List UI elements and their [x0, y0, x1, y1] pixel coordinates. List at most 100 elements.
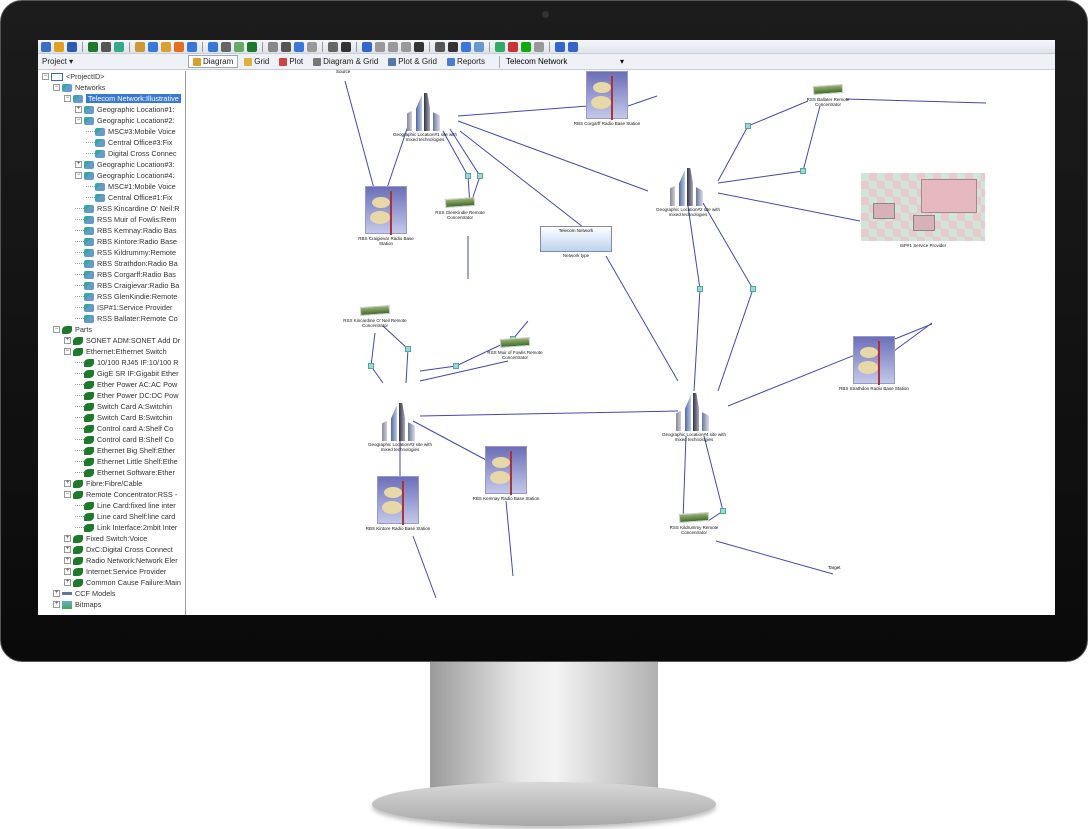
- expand-icon[interactable]: +: [75, 106, 82, 113]
- toolbar-button-icon[interactable]: [461, 41, 471, 52]
- network-diagram-canvas[interactable]: Geographic Location#1 site with mixed te…: [188, 69, 1055, 615]
- toolbar-button-icon[interactable]: [508, 41, 518, 52]
- tree-item[interactable]: −Networks: [38, 82, 185, 93]
- toolbar-button-icon[interactable]: [54, 41, 64, 52]
- link-waypoint[interactable]: [750, 286, 756, 292]
- node-city1[interactable]: Geographic Location#1 site with mixed te…: [390, 91, 460, 156]
- collapse-icon[interactable]: −: [64, 95, 71, 102]
- tree-item[interactable]: Ethernet Software:Ether: [38, 467, 185, 478]
- toolbar-button-icon[interactable]: [174, 41, 184, 52]
- tree-item[interactable]: Line Card:fixed line inter: [38, 500, 185, 511]
- toolbar-button-icon[interactable]: [388, 41, 398, 52]
- tree-item[interactable]: MSC#3:Mobile Voice: [38, 126, 185, 137]
- toolbar-button-icon[interactable]: [414, 41, 424, 52]
- node-city2[interactable]: Geographic Location#2 site with mixed te…: [653, 166, 723, 231]
- toolbar-button-icon[interactable]: [555, 41, 565, 52]
- toolbar-button-icon[interactable]: [375, 41, 385, 52]
- node-conc1[interactable]: RSS GlenKindie Remote Concentrator: [425, 186, 495, 251]
- toolbar-button-icon[interactable]: [247, 41, 257, 52]
- toolbar-button-icon[interactable]: [208, 41, 218, 52]
- node-conc2[interactable]: RSS Ballater Remote Concentrator: [793, 73, 863, 138]
- toolbar-button-icon[interactable]: [161, 41, 171, 52]
- tree-item[interactable]: RBS Strathdon:Radio Ba: [38, 258, 185, 269]
- tree-item[interactable]: RSS GlenKindie:Remote: [38, 291, 185, 302]
- link-waypoint[interactable]: [745, 123, 751, 129]
- tree-item[interactable]: −Parts: [38, 324, 185, 335]
- node-conc4[interactable]: RSS Muir of Fowlis Remote Concentrator: [480, 326, 550, 391]
- tree-item[interactable]: +Fibre:Fibre/Cable: [38, 478, 185, 489]
- link-line[interactable]: [459, 130, 589, 232]
- expand-icon[interactable]: +: [64, 337, 71, 344]
- tree-item[interactable]: +Radio Network:Network Eler: [38, 555, 185, 566]
- tree-item[interactable]: RSS Muir of Fowlis:Rem: [38, 214, 185, 225]
- tab-diagram[interactable]: Diagram: [188, 55, 239, 68]
- expand-icon[interactable]: +: [53, 601, 60, 608]
- toolbar-button-icon[interactable]: [495, 41, 505, 52]
- tree-item[interactable]: +SONET ADM:SONET Add Dr: [38, 335, 185, 346]
- toolbar-button-icon[interactable]: [521, 41, 531, 52]
- link-waypoint[interactable]: [453, 363, 459, 369]
- node-city4[interactable]: Geographic Location#4 site with mixed te…: [659, 391, 729, 456]
- tree-item[interactable]: Line card Shelf:line card: [38, 511, 185, 522]
- link-line[interactable]: [419, 320, 529, 372]
- tree-item[interactable]: +Geographic Location#1:: [38, 104, 185, 115]
- tree-item[interactable]: Control card B:Shelf Co: [38, 434, 185, 445]
- toolbar-button-icon[interactable]: [67, 41, 77, 52]
- expand-icon[interactable]: +: [53, 590, 60, 597]
- link-waypoint[interactable]: [405, 346, 411, 352]
- toolbar-button-icon[interactable]: [114, 41, 124, 52]
- node-dish3[interactable]: RBS Strathdon Radio Base Station: [839, 336, 909, 411]
- collapse-icon[interactable]: −: [53, 84, 60, 91]
- tree-item[interactable]: RBS Corgarff:Radio Bas: [38, 269, 185, 280]
- link-waypoint[interactable]: [800, 168, 806, 174]
- toolbar-button-icon[interactable]: [435, 41, 445, 52]
- tree-item[interactable]: Control card A:Shelf Co: [38, 423, 185, 434]
- link-line[interactable]: [605, 255, 679, 382]
- toolbar-button-icon[interactable]: [101, 41, 111, 52]
- link-waypoint[interactable]: [368, 363, 374, 369]
- link-line[interactable]: [412, 420, 489, 462]
- link-line[interactable]: [845, 98, 987, 104]
- tree-item[interactable]: RBS Craigievar:Radio Ba: [38, 280, 185, 291]
- toolbar-button-icon[interactable]: [341, 41, 351, 52]
- toolbar-button-icon[interactable]: [135, 41, 145, 52]
- toolbar-button-icon[interactable]: [534, 41, 544, 52]
- tree-item[interactable]: RSS Kildrummy:Remote: [38, 247, 185, 258]
- tree-item[interactable]: −Remote Concentrator:RSS -: [38, 489, 185, 500]
- link-waypoint[interactable]: [697, 286, 703, 292]
- toolbar-button-icon[interactable]: [328, 41, 338, 52]
- tree-item[interactable]: Switch Card A:Switchin: [38, 401, 185, 412]
- toolbar-button-icon[interactable]: [148, 41, 158, 52]
- toolbar-button-icon[interactable]: [307, 41, 317, 52]
- link-line[interactable]: [505, 500, 514, 577]
- tree-item[interactable]: +CCF Models: [38, 588, 185, 599]
- tree-item[interactable]: RSS Ballater:Remote Co: [38, 313, 185, 324]
- collapse-icon[interactable]: −: [75, 117, 82, 124]
- toolbar-button-icon[interactable]: [187, 41, 197, 52]
- tree-item[interactable]: Link Interface:2mbit Inter: [38, 522, 185, 533]
- collapse-icon[interactable]: −: [53, 326, 60, 333]
- toolbar-button-icon[interactable]: [448, 41, 458, 52]
- project-tree[interactable]: −<ProjectID>−Networks−Telecom Network:Il…: [38, 71, 186, 615]
- toolbar-button-icon[interactable]: [474, 41, 484, 52]
- node-dish1[interactable]: RBS Corgarff Radio Base Station: [572, 71, 642, 146]
- collapse-icon[interactable]: −: [64, 491, 71, 498]
- toolbar-button-icon[interactable]: [401, 41, 411, 52]
- tree-item[interactable]: RSS Kincardine O' Neil:R: [38, 203, 185, 214]
- tree-item[interactable]: +Geographic Location#3:: [38, 159, 185, 170]
- tree-item[interactable]: Central Office#1:Fix: [38, 192, 185, 203]
- toolbar-button-icon[interactable]: [281, 41, 291, 52]
- link-line[interactable]: [715, 540, 834, 575]
- link-line[interactable]: [893, 322, 933, 352]
- collapse-icon[interactable]: −: [75, 172, 82, 179]
- tree-item[interactable]: Ethernet Little Shelf:Ethe: [38, 456, 185, 467]
- toolbar-button-icon[interactable]: [362, 41, 372, 52]
- tree-item[interactable]: MSC#1:Mobile Voice: [38, 181, 185, 192]
- collapse-icon[interactable]: −: [42, 73, 49, 80]
- tree-item[interactable]: +DxC:Digital Cross Connect: [38, 544, 185, 555]
- tree-item[interactable]: ISP#1:Service Provider: [38, 302, 185, 313]
- tab-plot[interactable]: Plot: [275, 55, 307, 68]
- tree-item[interactable]: Central Office#3:Fix: [38, 137, 185, 148]
- link-line[interactable]: [687, 205, 701, 392]
